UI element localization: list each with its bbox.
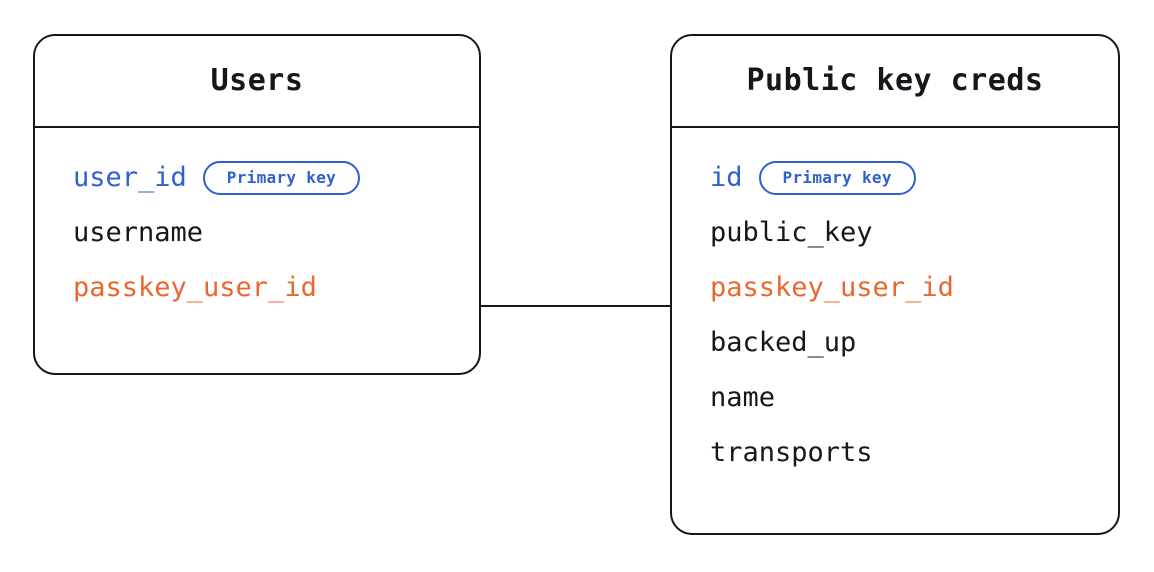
- field-row-passkey-user-id[interactable]: passkey_user_id: [35, 260, 479, 315]
- field-name-username: username: [73, 217, 204, 248]
- field-row-id[interactable]: id Primary key: [672, 150, 1118, 205]
- primary-key-badge: Primary key: [202, 160, 361, 195]
- entity-field-list-users: user_id Primary key username passkey_use…: [35, 128, 479, 315]
- field-name-name: name: [710, 382, 776, 413]
- field-name-public-key: public_key: [710, 217, 873, 248]
- field-row-username[interactable]: username: [35, 205, 479, 260]
- field-name-backed-up: backed_up: [710, 327, 857, 358]
- entity-header-users: Users: [35, 36, 479, 128]
- field-row-user-id[interactable]: user_id Primary key: [35, 150, 479, 205]
- relationship-connector-users-public-key-creds: [479, 305, 672, 307]
- primary-key-badge: Primary key: [758, 160, 916, 195]
- primary-key-badge-label: Primary key: [226, 167, 337, 187]
- field-name-user-id: user_id: [73, 162, 187, 193]
- field-row-public-key[interactable]: public_key: [672, 205, 1118, 260]
- field-row-passkey-user-id[interactable]: passkey_user_id: [672, 260, 1118, 315]
- entity-table-users[interactable]: Users user_id Primary key username passk…: [33, 34, 481, 375]
- field-row-backed-up[interactable]: backed_up: [672, 315, 1118, 370]
- field-name-passkey-user-id: passkey_user_id: [73, 272, 317, 303]
- field-name-passkey-user-id: passkey_user_id: [710, 272, 954, 303]
- entity-field-list-public-key-creds: id Primary key public_key passkey_user_i…: [672, 128, 1118, 480]
- field-name-transports: transports: [710, 437, 873, 468]
- entity-title-users: Users: [210, 63, 304, 98]
- entity-header-public-key-creds: Public key creds: [672, 36, 1118, 128]
- field-row-name[interactable]: name: [672, 370, 1118, 425]
- entity-title-public-key-creds: Public key creds: [746, 63, 1044, 98]
- field-name-id: id: [710, 162, 743, 193]
- entity-table-public-key-creds[interactable]: Public key creds id Primary key public_k…: [670, 34, 1120, 535]
- field-row-transports[interactable]: transports: [672, 425, 1118, 480]
- primary-key-badge-label: Primary key: [782, 167, 892, 187]
